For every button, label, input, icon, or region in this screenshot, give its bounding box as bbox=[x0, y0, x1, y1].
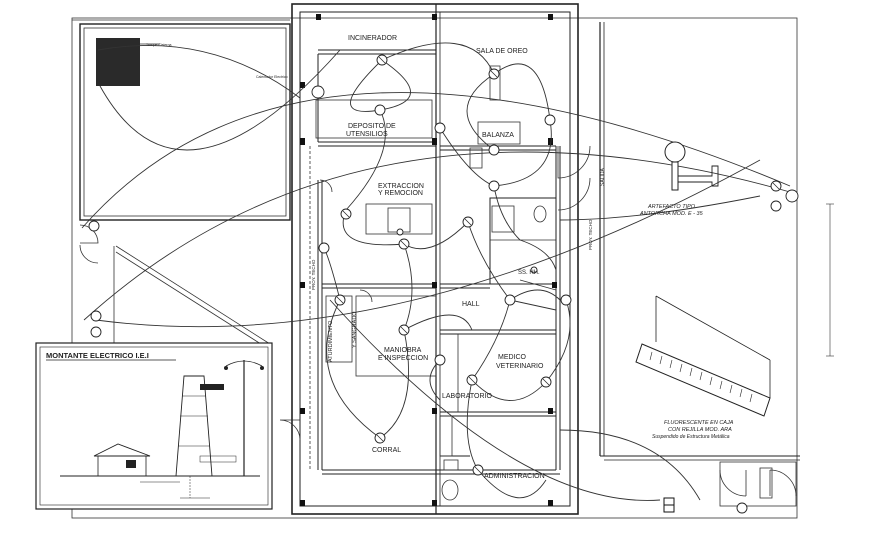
label-medico-1: MEDICO bbox=[498, 354, 527, 361]
label-ss-hh: SS. HH. bbox=[518, 270, 540, 276]
label-sangrado: Y SANGRADO bbox=[352, 311, 358, 348]
label-administracion: ADMINISTRACION bbox=[484, 473, 545, 480]
label-proy-techo-2: PROY. TECHO bbox=[588, 219, 593, 250]
ramp bbox=[113, 245, 271, 347]
room-labels: INCINERADOR SALA DE OREO DEPOSITO DE UTE… bbox=[311, 35, 606, 480]
torch-label-1: ARTEFACTO TIPO bbox=[647, 204, 696, 210]
dimension-line bbox=[826, 203, 834, 357]
label-medico-2: VETERINARIO bbox=[496, 363, 544, 370]
label-sala-oreo: SALA DE OREO bbox=[476, 48, 528, 55]
main-building bbox=[291, 3, 800, 515]
wiring bbox=[81, 42, 791, 501]
torch-label-2: ANTORCHA MOD. E - 35 bbox=[639, 211, 704, 217]
balanza-rail bbox=[489, 65, 501, 101]
label-incinerador: INCINERADOR bbox=[348, 35, 397, 42]
label-laboratorio: LABORATORIO bbox=[442, 393, 492, 400]
label-extraccion-2: Y REMOCION bbox=[378, 190, 423, 197]
label-deposito-2: UTENSILIOS bbox=[346, 131, 388, 138]
label-maniobra-1: MANIOBRA bbox=[384, 347, 422, 354]
fluor-label-2: CON REJILLA MOD. ARA bbox=[668, 427, 732, 433]
montante-inset: MONTANTE ELECTRICO I.E.I bbox=[35, 342, 273, 510]
label-extraccion-1: EXTRACCION bbox=[378, 183, 424, 190]
fluorescent-detail: FLUORESCENTE EN CAJA CON REJILLA MOD. AR… bbox=[635, 295, 771, 440]
label-salida: SALIDA bbox=[600, 168, 606, 186]
doors bbox=[79, 145, 797, 507]
label-deposito-1: DEPOSITO DE bbox=[348, 123, 396, 130]
label-corral: CORRAL bbox=[372, 447, 401, 454]
label-aturdimiento: ATURDIMIENTO bbox=[328, 320, 334, 362]
fluor-label-3: Suspendido de Estructura Metálica bbox=[652, 434, 730, 440]
heater-label: Calentador Electrico bbox=[256, 75, 288, 79]
label-proy-techo-1: PROY. TECHO bbox=[311, 259, 316, 290]
tank-area: Tanque Cisterna Calentador Electrico bbox=[79, 23, 291, 221]
tank-hatch bbox=[96, 38, 140, 86]
torch-fixture-detail: ARTEFACTO TIPO ANTORCHA MOD. E - 35 bbox=[639, 141, 719, 217]
fluor-label-1: FLUORESCENTE EN CAJA bbox=[664, 420, 734, 426]
label-balanza: BALANZA bbox=[482, 132, 514, 139]
montante-title: MONTANTE ELECTRICO I.E.I bbox=[46, 351, 149, 360]
fixture-crosses bbox=[336, 56, 780, 474]
tank-label: Tanque Cisterna bbox=[146, 43, 172, 47]
label-maniobra-2: E INSPECCION bbox=[378, 355, 428, 362]
electrical-panel bbox=[663, 497, 675, 513]
label-hall: HALL bbox=[462, 301, 480, 308]
